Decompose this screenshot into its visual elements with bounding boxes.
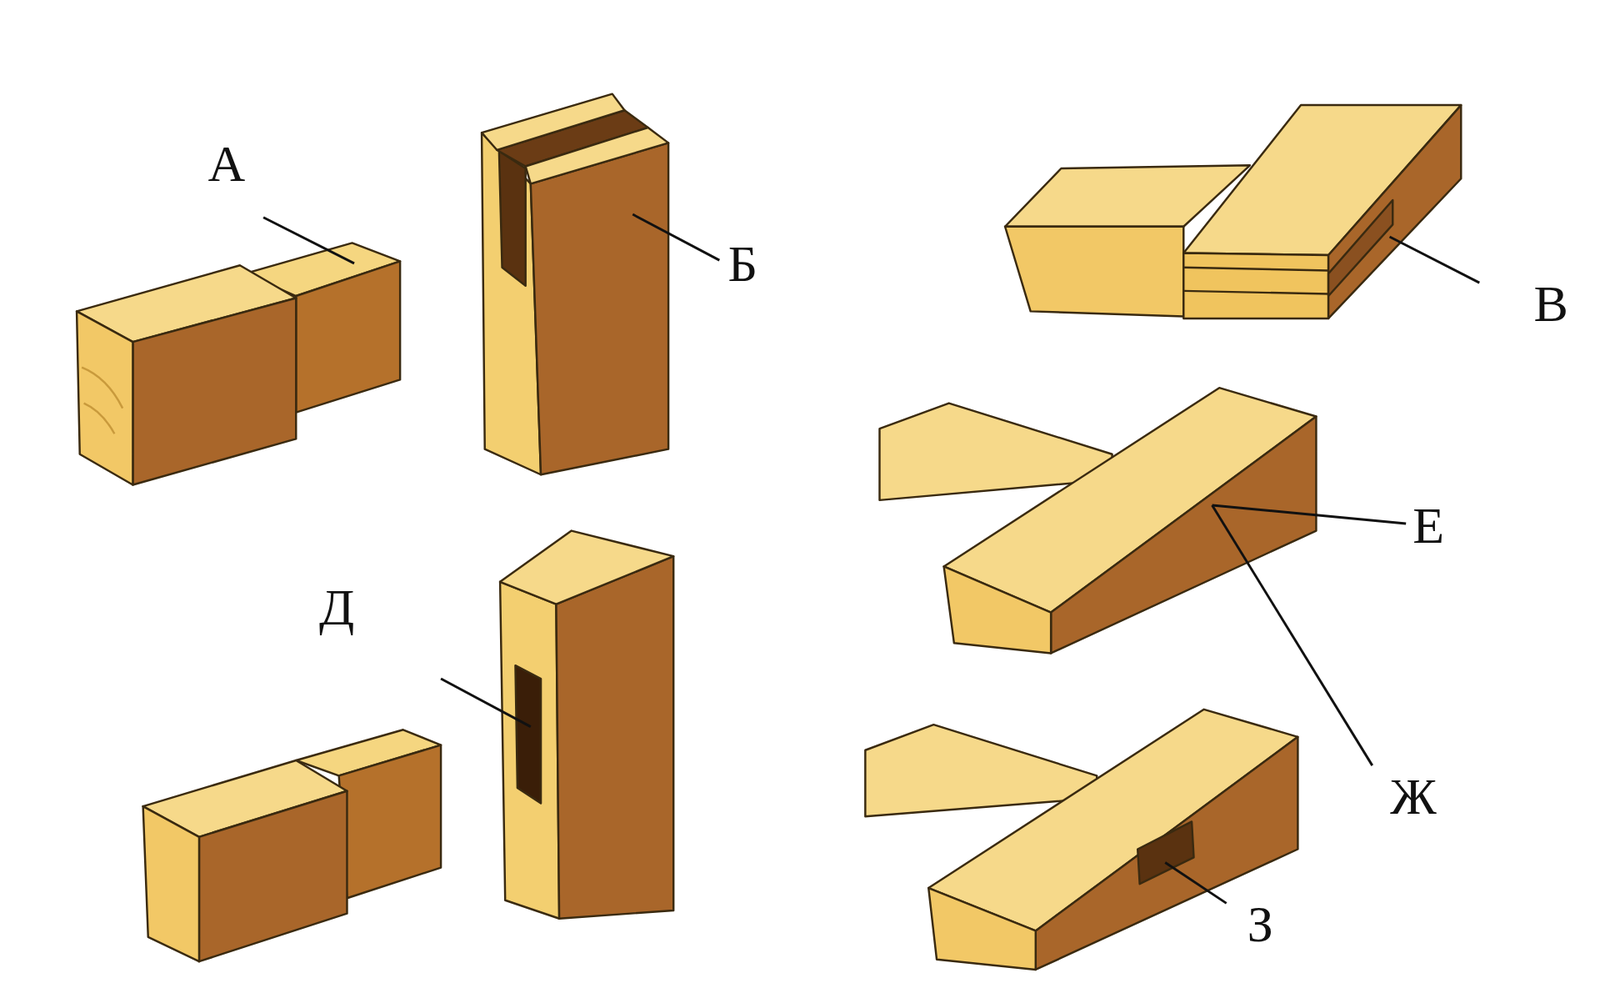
leader-line bbox=[263, 217, 355, 264]
leader-line bbox=[1165, 861, 1226, 903]
leader-lines bbox=[263, 214, 1480, 903]
right-prong-top bbox=[525, 127, 669, 184]
beam-end bbox=[944, 565, 1052, 653]
beam-front bbox=[1035, 736, 1299, 970]
end-grain bbox=[76, 310, 133, 485]
beam-front bbox=[1050, 415, 1316, 653]
front-face bbox=[199, 790, 348, 961]
end-grain bbox=[500, 530, 674, 605]
wood-pieces bbox=[76, 94, 1461, 970]
slot-side bbox=[499, 150, 526, 286]
tenon-side bbox=[339, 745, 441, 899]
leader-line bbox=[632, 214, 720, 260]
end-grain bbox=[143, 805, 200, 961]
front-face bbox=[530, 142, 669, 475]
bridle-joint-c bbox=[1005, 105, 1461, 319]
part-letter: А bbox=[207, 137, 245, 190]
cross-side bbox=[1328, 105, 1461, 319]
joint-lines bbox=[1183, 267, 1329, 295]
part-letter: З bbox=[1247, 897, 1274, 950]
front-face bbox=[132, 297, 296, 485]
tenon-piece-d bbox=[143, 729, 441, 961]
leader-line bbox=[1390, 236, 1480, 283]
mortise-joint-z bbox=[865, 709, 1298, 970]
leader-line bbox=[1212, 505, 1373, 765]
leader-line bbox=[1212, 505, 1407, 524]
cross-front bbox=[1183, 253, 1329, 319]
tenon-end bbox=[1328, 200, 1393, 296]
grain-rings bbox=[81, 367, 123, 435]
beam-end bbox=[928, 887, 1036, 970]
slotted-post-b bbox=[481, 94, 669, 475]
part-letter: Д bbox=[319, 580, 355, 633]
lap-joint-e bbox=[879, 387, 1316, 653]
leader-line bbox=[440, 678, 531, 727]
part-letter: В bbox=[1534, 277, 1569, 330]
mortise-hole bbox=[515, 665, 541, 803]
part-letter: Е bbox=[1412, 499, 1445, 551]
board-front bbox=[1005, 226, 1184, 317]
part-letter: Ж bbox=[1390, 770, 1437, 822]
part-letter: Б bbox=[728, 237, 759, 290]
left-face bbox=[500, 581, 560, 919]
front-face bbox=[555, 555, 674, 919]
tenon-piece-a bbox=[76, 242, 400, 485]
tenon-side bbox=[295, 260, 400, 412]
